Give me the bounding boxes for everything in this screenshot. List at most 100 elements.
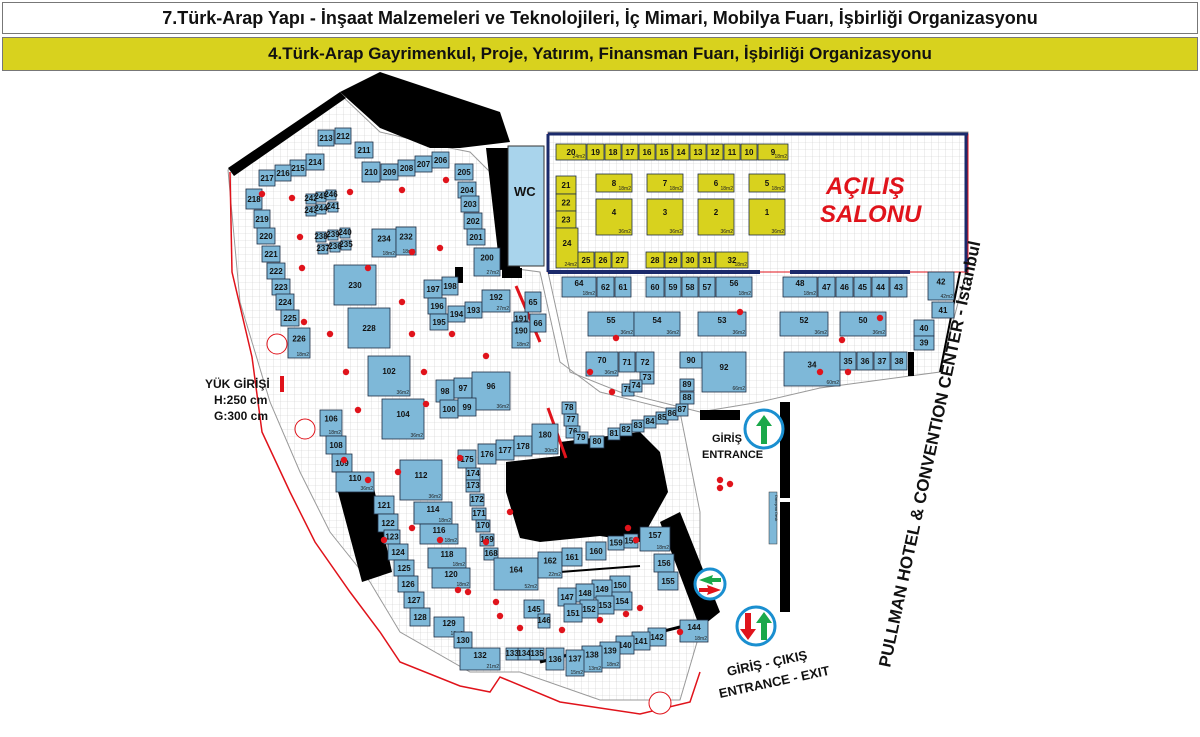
booth-46[interactable]: 46 <box>835 276 854 298</box>
booth-239[interactable]: 239 <box>326 229 340 241</box>
booth-box[interactable] <box>697 198 735 236</box>
booth-box[interactable] <box>633 311 681 337</box>
booth-box[interactable] <box>873 351 891 371</box>
booth-28[interactable]: 28 <box>645 251 665 269</box>
booth-box[interactable] <box>871 276 890 298</box>
booth-97[interactable]: 97 <box>453 377 473 399</box>
booth-203[interactable]: 203 <box>460 195 480 213</box>
booth-39[interactable]: 39 <box>913 335 935 351</box>
booth-217[interactable]: 217 <box>258 169 276 187</box>
booth-230[interactable]: 230 <box>333 264 377 306</box>
booth-31[interactable]: 31 <box>698 251 716 269</box>
booth-134[interactable]: 134 <box>517 647 531 661</box>
booth-148[interactable]: 148 <box>575 583 595 603</box>
booth-box[interactable] <box>782 276 818 298</box>
booth-box[interactable] <box>779 311 829 337</box>
booth-136[interactable]: 136 <box>545 647 565 671</box>
booth-208[interactable]: 208 <box>397 159 416 177</box>
booth-36[interactable]: 36 <box>856 351 874 371</box>
booth-box[interactable] <box>889 276 908 298</box>
booth-box[interactable] <box>655 143 673 161</box>
booth-box[interactable] <box>783 351 841 387</box>
booth-box[interactable] <box>347 307 391 349</box>
booth-71[interactable]: 71 <box>618 351 636 373</box>
booth-box[interactable] <box>675 403 689 417</box>
booth-23[interactable]: 23 <box>555 210 577 229</box>
booth-box[interactable] <box>409 607 431 627</box>
booth-box[interactable] <box>258 169 276 187</box>
booth-box[interactable] <box>740 143 758 161</box>
booth-box[interactable] <box>689 143 707 161</box>
booth-box[interactable] <box>817 276 836 298</box>
booth-box[interactable] <box>646 173 684 193</box>
booth-43[interactable]: 43 <box>889 276 908 298</box>
booth-box[interactable] <box>555 143 587 161</box>
booth-83[interactable]: 83 <box>631 419 645 433</box>
booth-box[interactable] <box>466 228 486 246</box>
booth-238[interactable]: 238 <box>314 231 328 243</box>
booth-218[interactable]: 218 <box>245 188 263 210</box>
booth-21[interactable]: 21 <box>555 175 577 195</box>
booth-box[interactable] <box>723 143 741 161</box>
booth-147[interactable]: 147 <box>557 587 577 607</box>
booth-153[interactable]: 153 <box>595 595 615 615</box>
booth-122[interactable]: 122 <box>377 513 399 533</box>
booth-89[interactable]: 89 <box>679 378 695 392</box>
booth-box[interactable] <box>618 351 636 373</box>
booth-box[interactable] <box>473 247 501 277</box>
booth-224[interactable]: 224 <box>275 293 295 311</box>
booth-box[interactable] <box>913 335 935 351</box>
booth-box[interactable] <box>715 251 749 269</box>
booth-88[interactable]: 88 <box>679 391 695 405</box>
booth-17[interactable]: 17 <box>621 143 639 161</box>
booth-150[interactable]: 150 <box>609 575 631 595</box>
booth-box[interactable] <box>614 276 632 298</box>
booth-109[interactable]: 109 <box>331 453 353 473</box>
booth-214[interactable]: 214 <box>305 153 325 171</box>
booth-145[interactable]: 145 <box>523 599 545 619</box>
booth-box[interactable] <box>890 351 908 371</box>
booth-box[interactable] <box>611 251 629 269</box>
booth-box[interactable] <box>431 567 471 589</box>
booth-13[interactable]: 13 <box>689 143 707 161</box>
booth-44[interactable]: 44 <box>871 276 890 298</box>
entrance-exit-arrows-icon[interactable] <box>735 605 777 647</box>
booth-box[interactable] <box>335 471 375 493</box>
booth-62[interactable]: 62 <box>596 276 615 298</box>
booth-14[interactable]: 14 <box>672 143 690 161</box>
booth-box[interactable] <box>748 173 786 193</box>
booth-211[interactable]: 211 <box>354 141 374 159</box>
booth-box[interactable] <box>529 313 547 333</box>
booth-151[interactable]: 151 <box>563 603 583 623</box>
booth-box[interactable] <box>441 276 459 296</box>
booth-156[interactable]: 156 <box>653 553 675 573</box>
booth-box[interactable] <box>261 245 281 263</box>
booth-box[interactable] <box>327 201 339 213</box>
booth-box[interactable] <box>537 613 551 629</box>
booth-box[interactable] <box>679 378 695 392</box>
booth-228[interactable]: 228 <box>347 307 391 349</box>
booth-168[interactable]: 168 <box>483 547 499 561</box>
booth-174[interactable]: 174 <box>465 467 481 481</box>
booth-99[interactable]: 99 <box>457 397 477 417</box>
booth-box[interactable] <box>715 276 753 298</box>
booth-box[interactable] <box>646 198 684 236</box>
booth-box[interactable] <box>315 231 327 243</box>
booth-146[interactable]: 146 <box>537 613 551 629</box>
booth-172[interactable]: 172 <box>469 493 485 507</box>
booth-126[interactable]: 126 <box>397 575 419 593</box>
